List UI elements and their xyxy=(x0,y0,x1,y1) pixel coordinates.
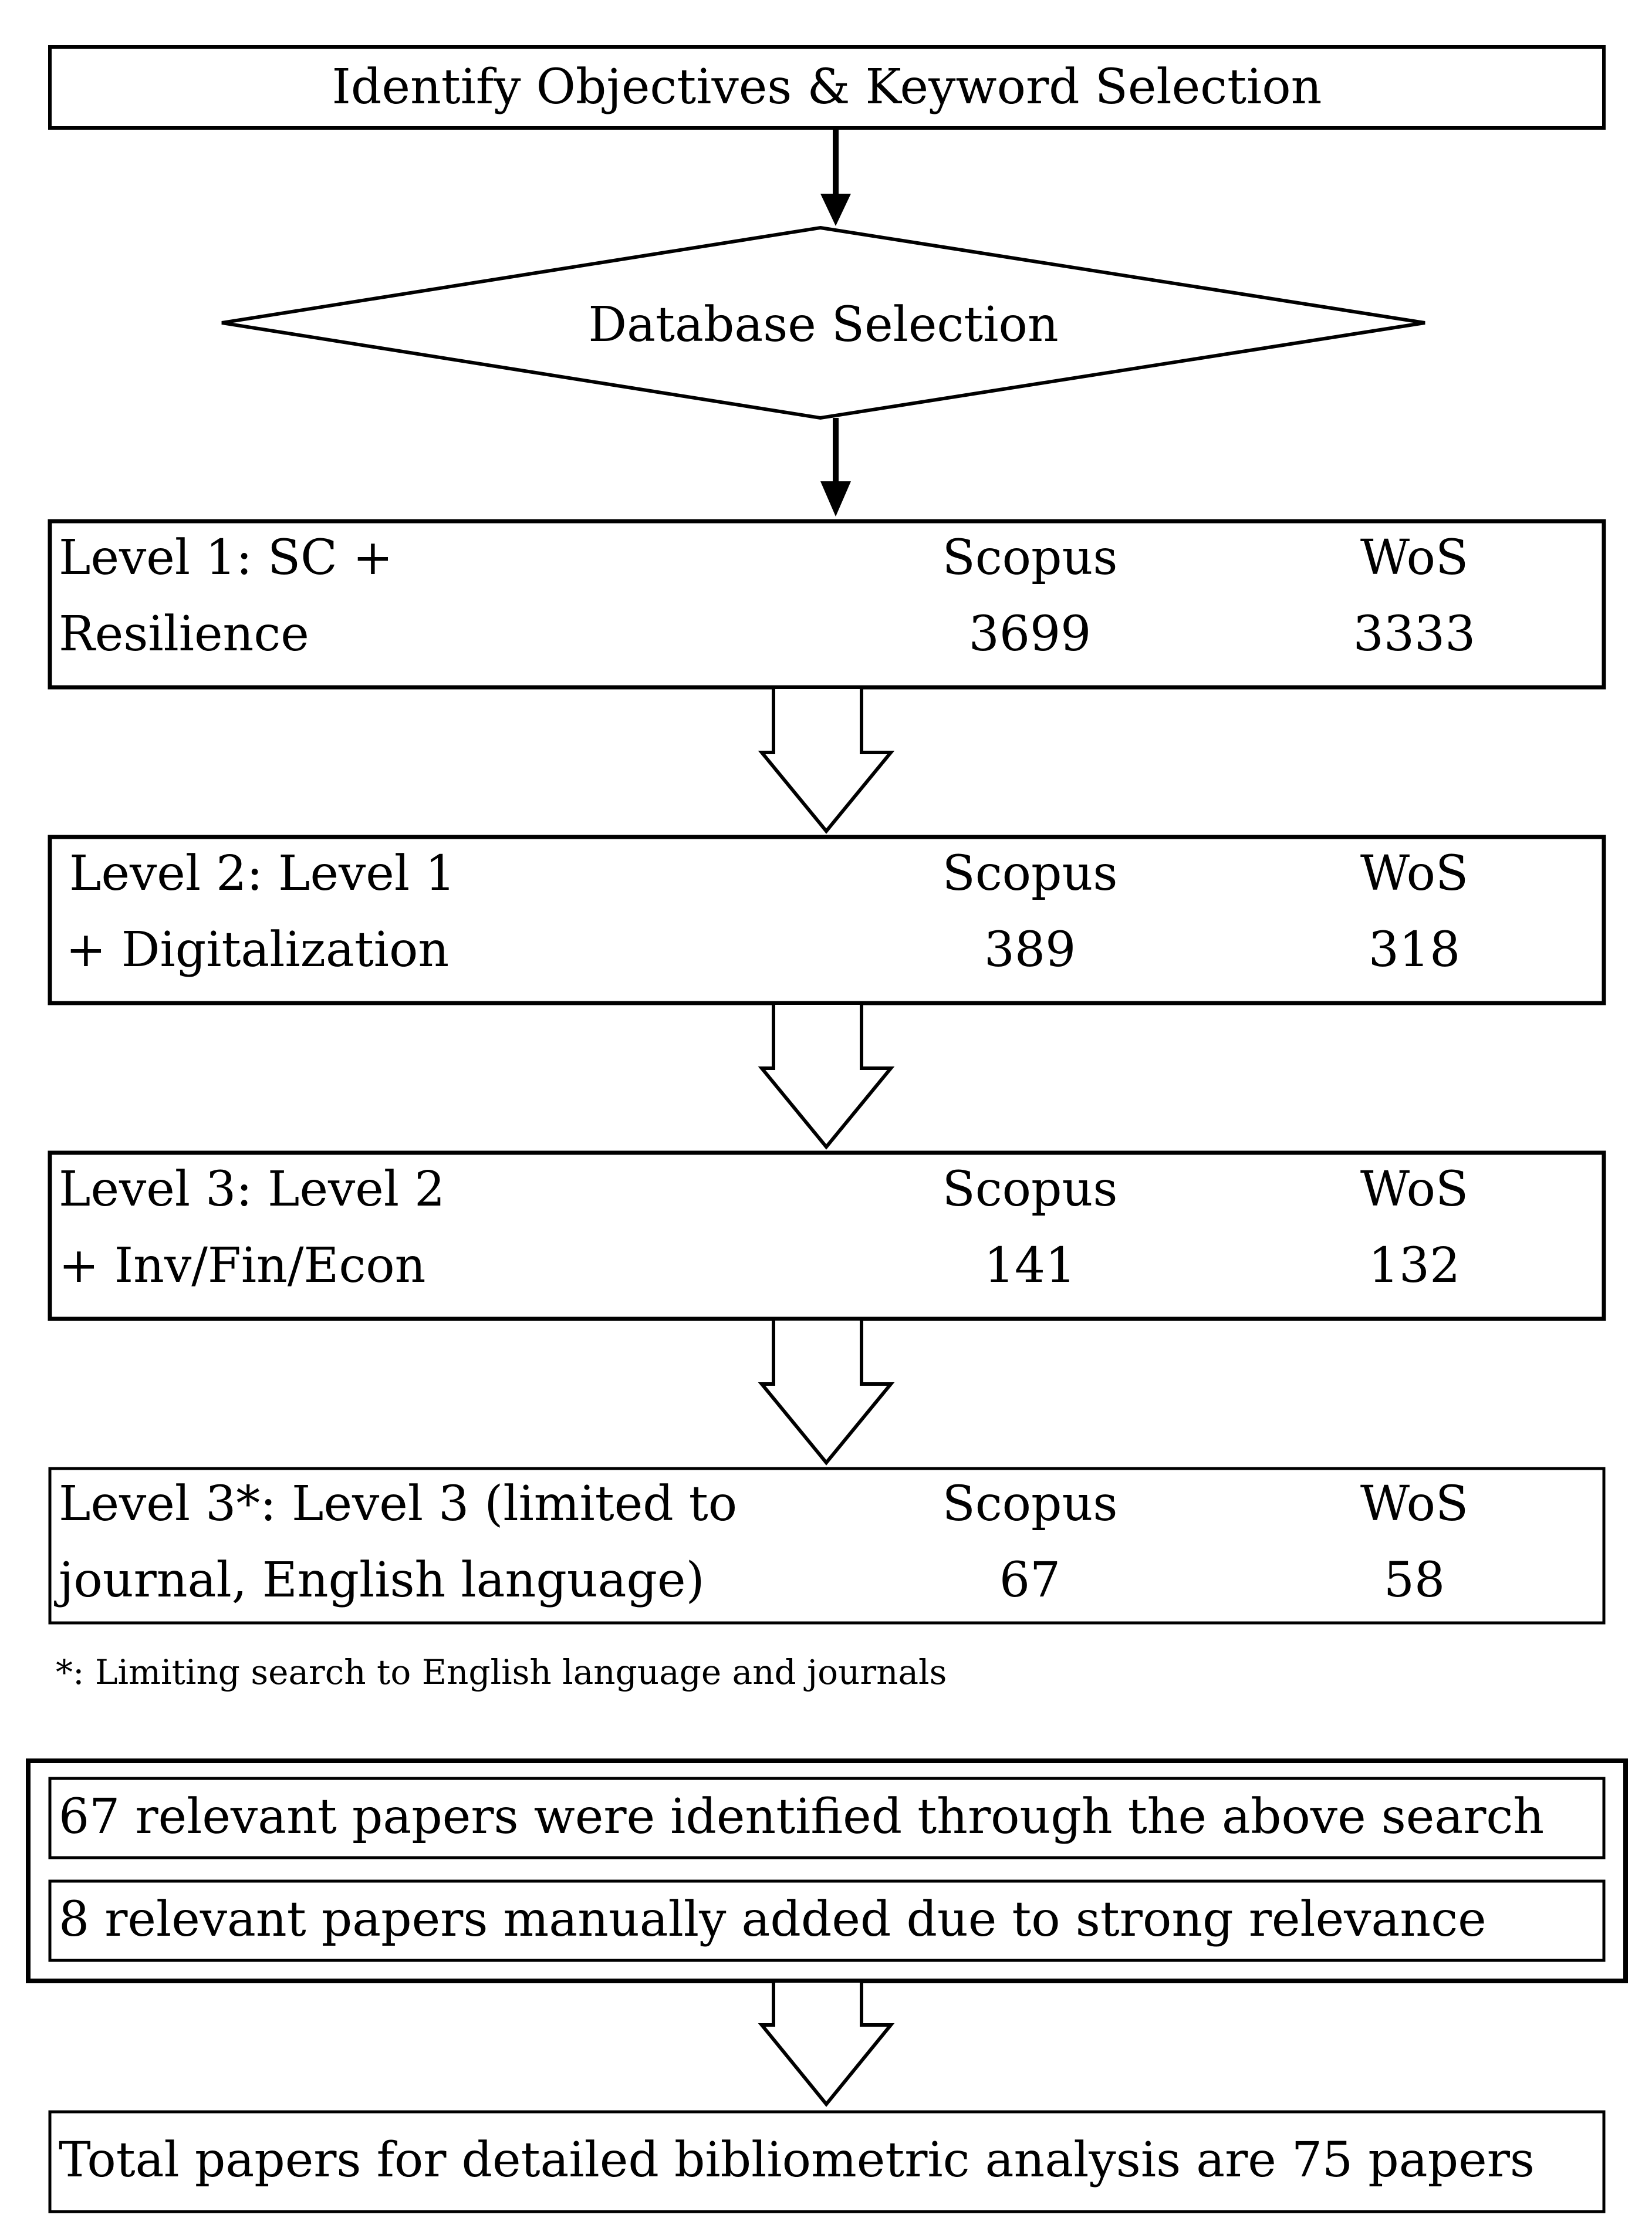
footnote: *: Limiting search to English language a… xyxy=(56,1652,947,1692)
objectives-box xyxy=(48,45,1606,130)
level-1-scopus-count: 3699 xyxy=(968,606,1092,662)
level-2-line-2: + Digitalization xyxy=(66,922,450,978)
level-3-scopus-count: 141 xyxy=(984,1238,1076,1294)
arrowhead-1 xyxy=(820,194,851,226)
manual-papers-label: 8 relevant papers manually added due to … xyxy=(59,1892,1487,1947)
level-3-wos-header: WoS xyxy=(1360,1162,1469,1217)
level-3-line-1: Level 3: Level 2 xyxy=(59,1162,445,1217)
level-3-star-wos-count: 58 xyxy=(1383,1552,1445,1608)
hollow-arrow-4 xyxy=(758,1979,895,2107)
level-2-scopus-header: Scopus xyxy=(942,846,1118,902)
manual-papers-box xyxy=(48,1879,1606,1962)
level-3-star-scopus-count: 67 xyxy=(999,1552,1061,1608)
level-1-line-1: Level 1: SC + xyxy=(59,530,393,586)
level-1-scopus-header: Scopus xyxy=(942,530,1118,586)
level-3-scopus-header: Scopus xyxy=(942,1162,1118,1217)
level-3-star-scopus-header: Scopus xyxy=(942,1476,1118,1532)
level-3-star-box xyxy=(48,1467,1606,1625)
level-3-line-2: + Inv/Fin/Econ xyxy=(59,1238,426,1294)
database-selection-label: Database Selection xyxy=(588,297,1059,353)
identified-papers-box xyxy=(48,1777,1606,1859)
hollow-arrow-3 xyxy=(758,1317,895,1466)
level-3-star-line-1: Level 3*: Level 3 (limited to xyxy=(59,1476,738,1532)
level-1-wos-header: WoS xyxy=(1360,530,1469,586)
objectives-label: Identify Objectives & Keyword Selection xyxy=(332,59,1322,115)
total-papers-label: Total papers for detailed bibliometric a… xyxy=(59,2132,1535,2188)
hollow-arrow-1 xyxy=(758,686,895,834)
level-3-star-wos-header: WoS xyxy=(1360,1476,1469,1532)
level-3-star-line-2: journal, English language) xyxy=(59,1552,705,1608)
level-2-wos-count: 318 xyxy=(1368,922,1461,978)
level-2-wos-header: WoS xyxy=(1360,846,1469,902)
level-1-wos-count: 3333 xyxy=(1353,606,1476,662)
level-1-line-2: Resilience xyxy=(59,606,309,662)
hollow-arrow-2 xyxy=(758,1001,895,1150)
identified-papers-label: 67 relevant papers were identified throu… xyxy=(59,1789,1545,1845)
level-3-wos-count: 132 xyxy=(1368,1238,1461,1294)
level-2-scopus-count: 389 xyxy=(984,922,1076,978)
total-papers-box xyxy=(48,2110,1606,2213)
database-selection-diamond xyxy=(221,225,1425,420)
level-2-line-1: Level 2: Level 1 xyxy=(69,846,456,902)
arrowhead-2 xyxy=(820,481,851,517)
